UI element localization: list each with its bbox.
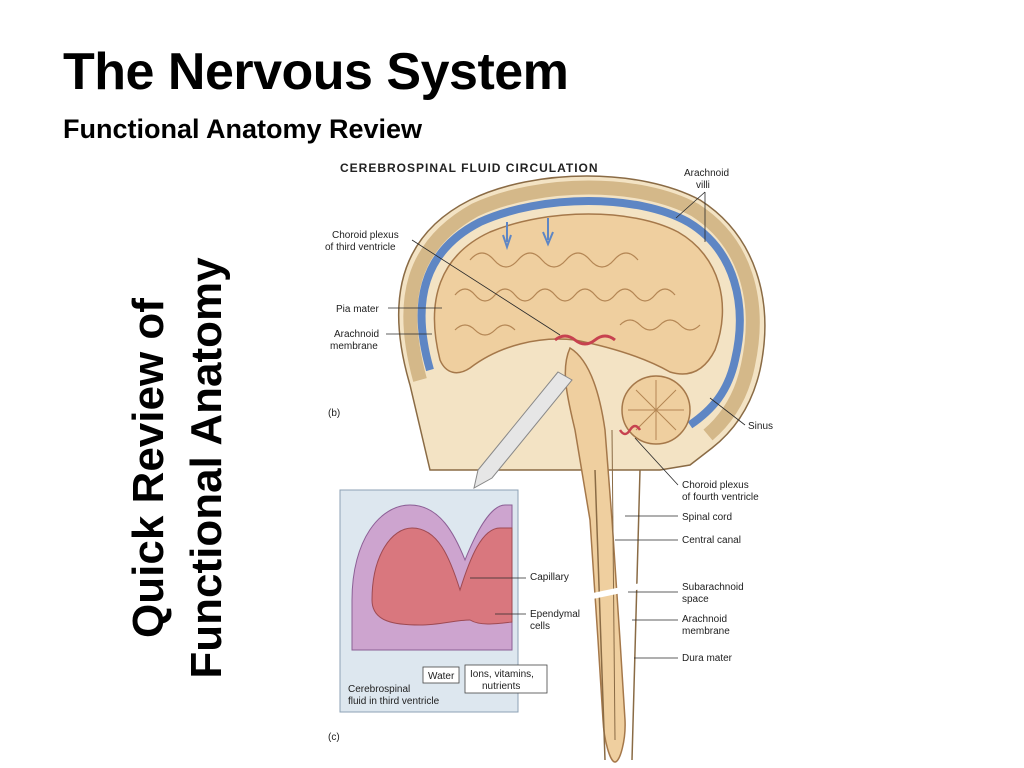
svg-text:Dura mater: Dura mater (682, 653, 733, 664)
svg-text:of third ventricle: of third ventricle (325, 242, 396, 253)
pia-mater-label: Pia mater (336, 304, 442, 315)
svg-text:Central canal: Central canal (682, 535, 741, 546)
skull (403, 180, 760, 441)
brainstem (564, 346, 626, 763)
cerebrum (433, 213, 724, 375)
sinus-label: Sinus (709, 397, 773, 432)
panel-b-label: (b) (328, 408, 340, 419)
svg-text:of fourth ventricle: of fourth ventricle (682, 492, 759, 503)
slide-title: The Nervous System (63, 43, 569, 101)
arachnoid-villi-drawing (502, 218, 554, 251)
svg-text:space: space (682, 594, 709, 605)
water-label: Water (422, 666, 460, 684)
ependymal-cells-label: Ependymal cells (495, 609, 580, 632)
svg-text:Water: Water (428, 671, 455, 682)
svg-text:Ependymal: Ependymal (530, 609, 580, 620)
gyri (454, 252, 701, 336)
svg-text:membrane: membrane (330, 341, 378, 352)
arachnoid-membrane-label: Arachnoid membrane (330, 329, 432, 352)
fourth-ventricle-choroid-drawing (618, 424, 642, 436)
svg-text:Spinal cord: Spinal cord (682, 512, 732, 523)
svg-text:Arachnoid: Arachnoid (684, 168, 729, 179)
cord-cut-marker (587, 580, 656, 600)
ions-label: Ions, vitamins, nutrients (464, 664, 548, 694)
svg-text:Sinus: Sinus (748, 421, 773, 432)
choroid-fourth-label: Choroid plexus of fourth ventricle (634, 437, 759, 503)
svg-text:nutrients: nutrients (482, 681, 520, 692)
arachnoid-membrane-cord-label: Arachnoid membrane (632, 614, 730, 637)
choroid-third-label: Choroid plexus of third ventricle (325, 230, 561, 336)
subarachnoid-csf-layer (417, 197, 744, 429)
svg-text:membrane: membrane (682, 626, 730, 637)
svg-text:Choroid plexus: Choroid plexus (332, 230, 399, 241)
figure-heading: CEREBROSPINAL FLUID CIRCULATION (340, 161, 599, 175)
svg-text:Arachnoid: Arachnoid (334, 329, 379, 340)
svg-text:Cerebrospinal: Cerebrospinal (348, 684, 410, 695)
svg-text:Choroid plexus: Choroid plexus (682, 480, 749, 491)
svg-text:Pia mater: Pia mater (336, 304, 379, 315)
svg-text:Subarachnoid: Subarachnoid (682, 582, 744, 593)
inset-pointer-arrow (473, 371, 573, 489)
slide-subtitle: Functional Anatomy Review (63, 114, 423, 144)
spinal-cord-label: Spinal cord (625, 512, 732, 523)
svg-text:villi: villi (696, 180, 710, 191)
csf-third-label: Cerebrospinal fluid in third ventricle (348, 684, 440, 707)
dura-mater-label: Dura mater (634, 653, 733, 664)
svg-text:Capillary: Capillary (530, 572, 569, 583)
panel-c-label: (c) (328, 732, 340, 743)
svg-text:cells: cells (530, 621, 550, 632)
arachnoid-villi-label: Arachnoid villi (675, 168, 729, 242)
central-canal-line (611, 429, 616, 741)
spinal-dura (594, 469, 641, 761)
central-canal-label: Central canal (615, 535, 741, 546)
svg-text:Arachnoid: Arachnoid (682, 614, 727, 625)
svg-text:fluid in third ventricle: fluid in third ventricle (348, 696, 440, 707)
third-ventricle-choroid-drawing (554, 334, 616, 346)
svg-text:Ions, vitamins,: Ions, vitamins, (470, 669, 534, 680)
cerebellum-folia (628, 380, 684, 440)
capillary-drawing (371, 527, 513, 626)
capillary-label: Capillary (470, 572, 569, 583)
subarachnoid-space-label: Subarachnoid space (628, 582, 744, 605)
